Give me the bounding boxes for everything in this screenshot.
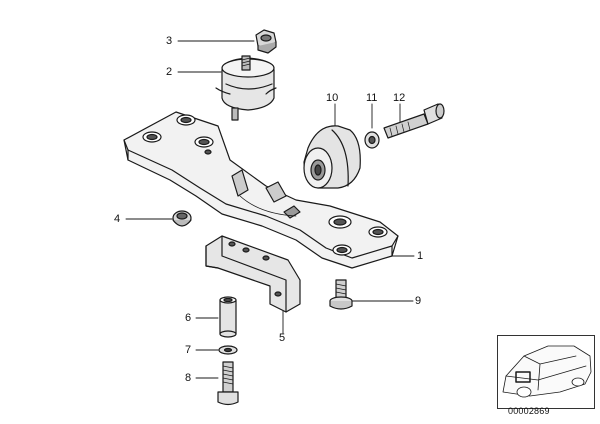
car-silhouette-icon — [502, 345, 592, 398]
callout-9: 9 — [415, 295, 422, 307]
callout-2: 2 — [166, 66, 173, 78]
callout-12: 12 — [393, 92, 406, 104]
part-9-bolt — [329, 279, 353, 310]
part-4-grommet — [172, 210, 192, 227]
callout-10: 10 — [326, 92, 339, 104]
callout-4: 4 — [114, 213, 121, 225]
part-6-sleeve — [219, 296, 237, 338]
callout-3: 3 — [166, 35, 173, 47]
callout-7: 7 — [185, 344, 192, 356]
callout-1: 1 — [417, 250, 424, 262]
document-number: 00002869 — [508, 406, 550, 416]
callout-5: 5 — [279, 332, 286, 344]
callout-6: 6 — [185, 312, 192, 324]
callout-11: 11 — [366, 92, 378, 104]
part-1-crossmember — [123, 111, 399, 269]
part-12-bolt — [383, 103, 445, 139]
part-8-bolt — [217, 361, 239, 406]
callout-8: 8 — [185, 372, 192, 384]
part-3-nut — [255, 29, 277, 54]
part-5-bracket — [205, 235, 301, 313]
part-10-bushing — [303, 125, 361, 189]
part-11-washer — [364, 131, 380, 149]
part-2-rubber-mount — [215, 55, 277, 121]
part-7-washer — [218, 345, 238, 355]
